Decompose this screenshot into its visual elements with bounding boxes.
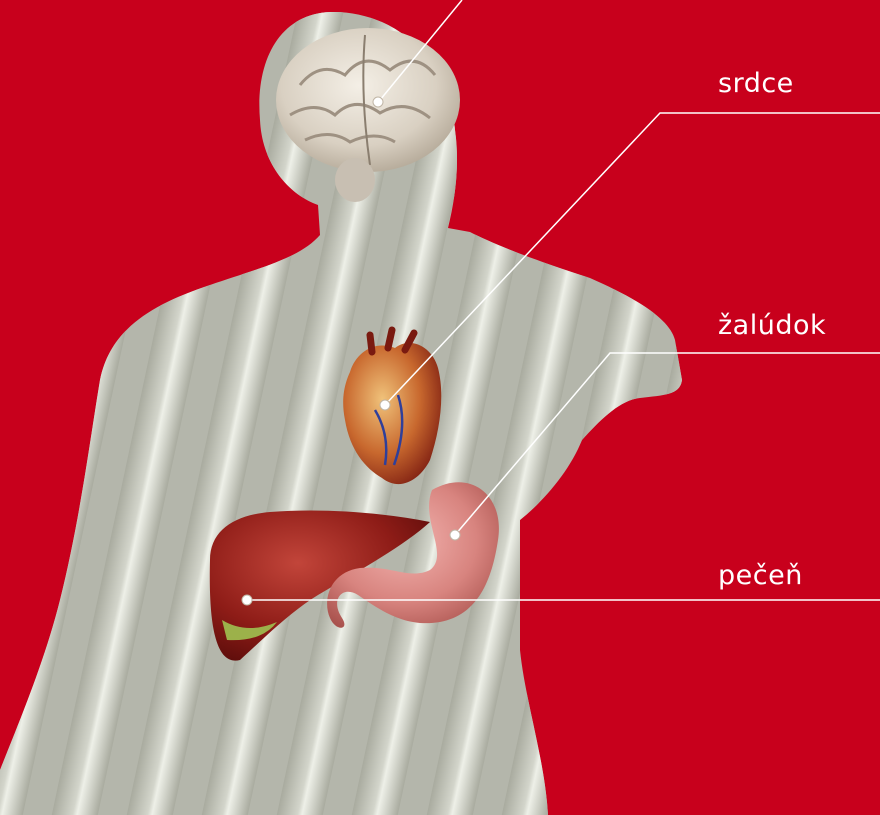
stomach-anchor-dot	[450, 530, 460, 540]
heart-label: srdce	[718, 68, 794, 99]
heart-anchor-dot	[380, 400, 390, 410]
stomach-label: žalúdok	[718, 310, 826, 341]
liver-anchor-dot	[242, 595, 252, 605]
brain-anchor-dot	[373, 97, 383, 107]
liver-label: pečeň	[718, 560, 803, 591]
